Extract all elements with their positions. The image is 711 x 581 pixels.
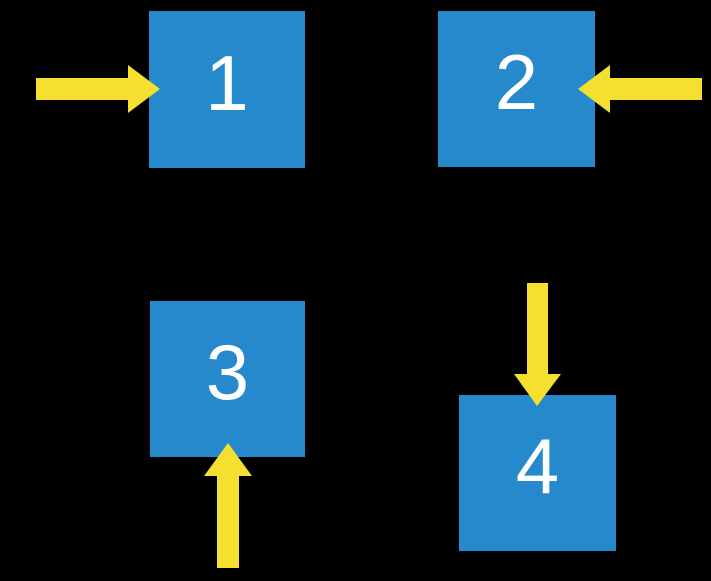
down-arrow-icon bbox=[514, 283, 561, 406]
up-arrow-icon bbox=[204, 443, 252, 568]
left-arrow-icon bbox=[578, 65, 702, 113]
square-1: 1 bbox=[149, 11, 305, 168]
square-3-label: 3 bbox=[205, 328, 250, 416]
right-arrow-icon bbox=[36, 65, 160, 113]
square-2-label: 2 bbox=[494, 38, 539, 126]
square-1-label: 1 bbox=[205, 38, 249, 127]
square-4: 4 bbox=[459, 395, 616, 551]
square-3: 3 bbox=[150, 301, 305, 457]
square-2: 2 bbox=[438, 11, 595, 167]
square-4-label: 4 bbox=[515, 422, 560, 510]
